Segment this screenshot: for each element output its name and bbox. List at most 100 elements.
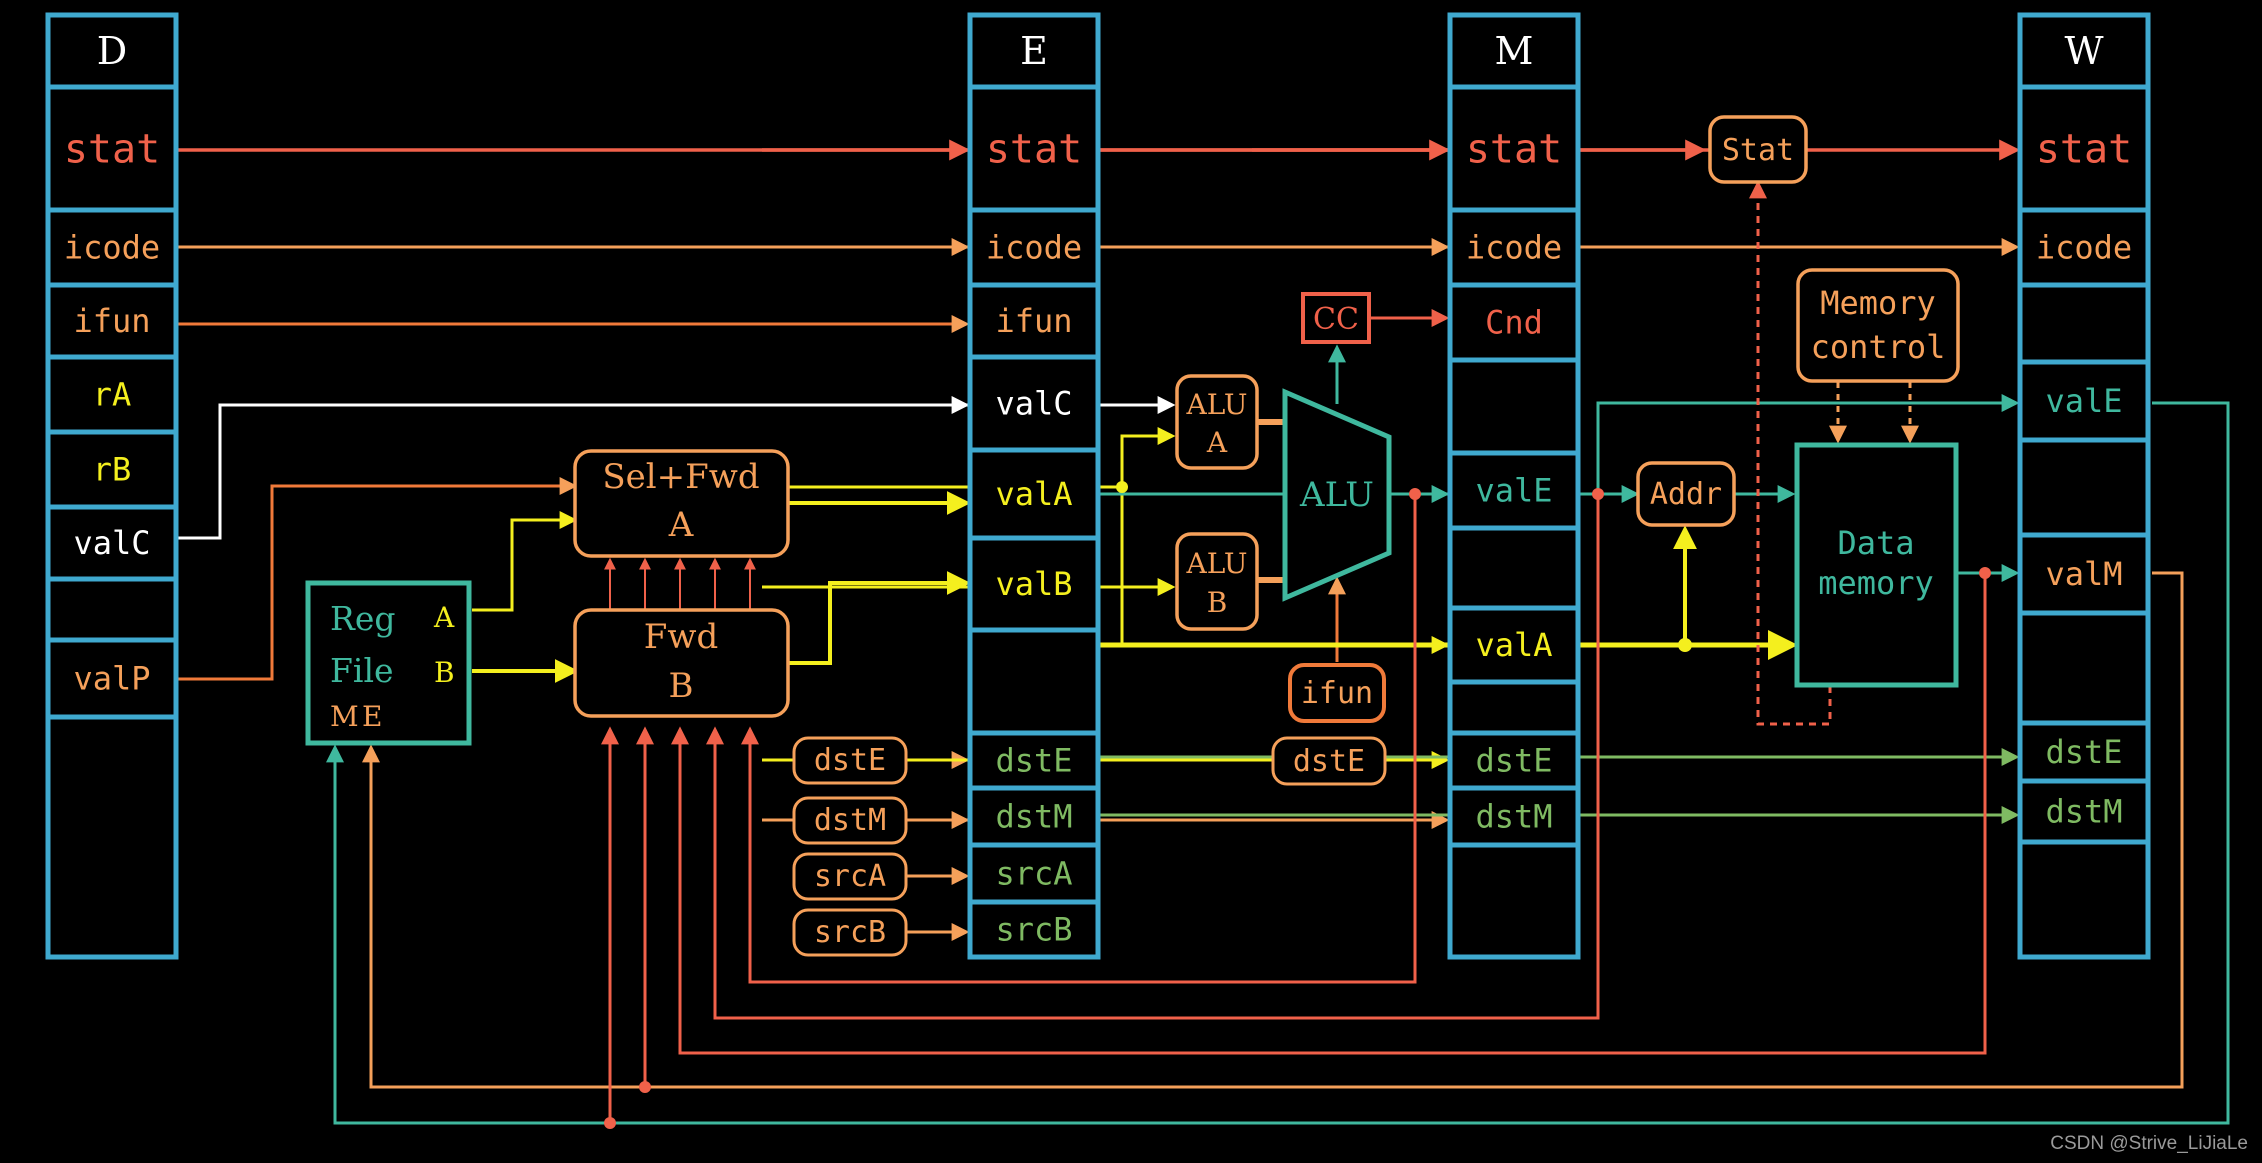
stage-d-field-valc: valC: [73, 524, 150, 562]
stage-m-title: M: [1495, 29, 1534, 73]
svg-text:control: control: [1811, 328, 1946, 366]
svg-text:ALU: ALU: [1186, 388, 1248, 421]
wire-valc-d-e: [123, 396, 970, 540]
stage-d-frame: [45, 12, 179, 960]
wire-vale-w: [1596, 394, 2020, 494]
stage-m-field-cnd: Cnd: [1485, 304, 1543, 342]
junction-alu-out: [1409, 488, 1421, 500]
stage-e-field-valb: valB: [995, 565, 1072, 603]
reg-file-port-b: B: [434, 656, 455, 689]
wire-w-valm-reg: [362, 571, 2184, 1089]
stage-e-field-stat: stat: [986, 127, 1082, 173]
alu-b-unit: ALU B: [1175, 532, 1259, 631]
srcb-source-box: srcB: [792, 908, 908, 957]
sel-fwd-a-line1: Sel+Fwd: [602, 457, 759, 497]
stage-w-field-stat: stat: [2036, 127, 2132, 173]
wire-vala-alua: [1120, 427, 1176, 487]
wire-fwd-m-valm: [671, 573, 1987, 1055]
addr-unit: Addr: [1636, 461, 1736, 527]
ifun-control-box: ifun: [1288, 663, 1386, 723]
svg-text:Stat: Stat: [1722, 133, 1794, 168]
svg-text:srcB: srcB: [814, 915, 886, 950]
reg-file-line2: File: [330, 651, 394, 690]
stage-w-title: W: [2064, 29, 2103, 73]
junction-vale-bus: [604, 1117, 616, 1129]
dste-m-box: dstE: [1271, 736, 1387, 786]
svg-text:dstE: dstE: [814, 743, 886, 778]
stage-e-field-srca: srcA: [995, 855, 1072, 893]
wire-mem-stat: [1749, 180, 1832, 726]
reg-file-port-m: M: [330, 700, 359, 733]
svg-text:ifun: ifun: [1301, 676, 1373, 711]
cc-unit: CC: [1301, 292, 1371, 344]
stage-e-field-srcb: srcB: [995, 911, 1072, 949]
junction-valm-bus: [639, 1081, 651, 1093]
stage-w-field-vale: valE: [2045, 382, 2122, 420]
data-memory-unit: Data memory: [1794, 442, 1959, 688]
junction-mem-out: [1979, 567, 1991, 579]
stage-e-field-valc: valC: [995, 385, 1072, 423]
wire-rega-selfwd: [472, 511, 578, 612]
stage-m-field-vala: valA: [1475, 626, 1552, 664]
wire-fwdb-valb: [788, 571, 971, 665]
svg-text:srcA: srcA: [814, 859, 886, 894]
stage-m-field-vale: valE: [1475, 472, 1552, 510]
stage-d-field-stat: stat: [64, 127, 160, 173]
stage-w-field-icode: icode: [2036, 229, 2132, 267]
svg-text:A: A: [1206, 426, 1228, 459]
stat-unit: Stat: [1708, 115, 1808, 184]
stage-e-field-vala: valA: [995, 475, 1072, 513]
dste-source-box: dstE: [792, 736, 908, 785]
svg-text:Data: Data: [1837, 524, 1914, 562]
wire-w-vale-reg: [326, 401, 2230, 1125]
stage-d-title: D: [97, 29, 127, 73]
svg-text:dstM: dstM: [814, 803, 886, 838]
junction-m-vala: [1678, 638, 1692, 652]
svg-text:Addr: Addr: [1650, 477, 1722, 512]
stage-w-field-dstm: dstM: [2045, 793, 2122, 831]
reg-file-line1: Reg: [330, 599, 396, 638]
stage-w-frame: [2017, 12, 2151, 960]
reg-file-port-e: E: [362, 700, 382, 733]
stage-w-field-dste: dstE: [2045, 733, 2122, 771]
junction-vala: [1116, 481, 1128, 493]
stage-d-field-icode: icode: [64, 229, 160, 267]
stage-m-frame: [1447, 12, 1581, 960]
stage-e-field-dste: dstE: [995, 742, 1072, 780]
watermark: CSDN @Strive_LiJiaLe: [2050, 1133, 2248, 1154]
stage-m-field-dste: dstE: [1475, 742, 1552, 780]
alu-unit: ALU: [1282, 388, 1392, 602]
stage-d-field-rb: rB: [93, 451, 132, 489]
stage-e-field-icode: icode: [986, 229, 1082, 267]
stage-e-field-dstm: dstM: [995, 798, 1072, 836]
stage-e-frame: [967, 12, 1101, 960]
wire-valp-selfwd: [123, 477, 578, 681]
sel-fwd-a-unit: Sel+Fwd A: [573, 449, 790, 558]
stage-d-field-ra: rA: [93, 376, 132, 414]
sel-fwd-a-line2: A: [668, 505, 694, 545]
stage-e-title: E: [1020, 29, 1048, 73]
reg-file-port-a: A: [433, 601, 455, 634]
stage-d-field-ifun: ifun: [73, 302, 150, 340]
svg-text:ALU: ALU: [1186, 547, 1248, 580]
svg-text:CC: CC: [1313, 302, 1359, 337]
stage-m-field-stat: stat: [1466, 127, 1562, 173]
memory-control-unit: Memory control: [1796, 268, 1960, 383]
svg-text:dstE: dstE: [1293, 744, 1365, 779]
alu-a-unit: ALU A: [1175, 374, 1259, 470]
stage-e-field-ifun: ifun: [995, 302, 1072, 340]
stage-w-field-valm: valM: [2045, 555, 2122, 593]
stage-d-field-valp: valP: [73, 660, 150, 698]
wire-fwd-e-vale: [741, 494, 1417, 984]
svg-text:B: B: [1207, 586, 1228, 619]
dstm-source-box: dstM: [792, 796, 908, 845]
srca-source-box: srcA: [792, 852, 908, 901]
stage-m-field-dstm: dstM: [1475, 798, 1552, 836]
fwd-b-unit: Fwd B: [573, 608, 790, 718]
svg-text:Memory: Memory: [1820, 284, 1936, 322]
fwd-b-line2: B: [669, 666, 694, 706]
